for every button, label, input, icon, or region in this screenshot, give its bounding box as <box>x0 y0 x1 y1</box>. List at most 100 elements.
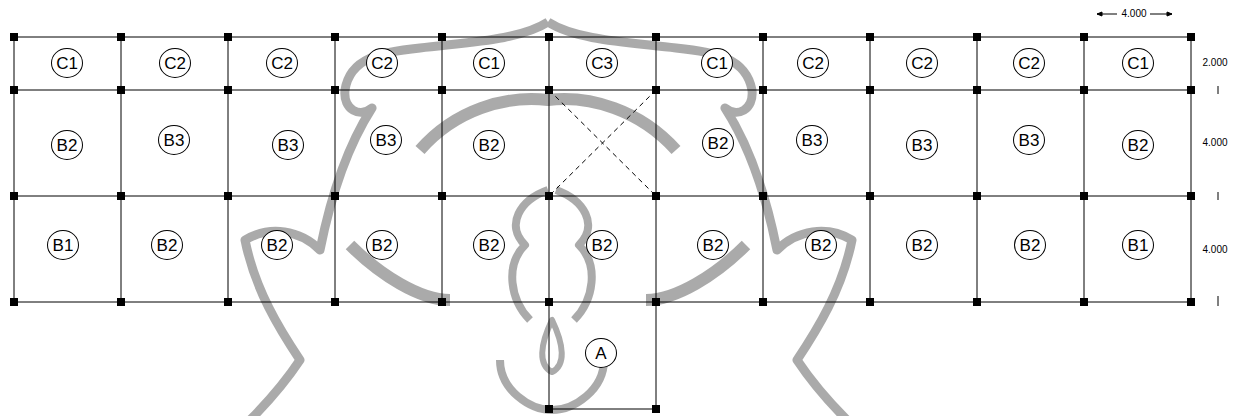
slab-type-circle: B3 <box>272 130 304 160</box>
slab-type-label: C1 <box>478 55 500 72</box>
slab-type-circle: A <box>585 338 617 368</box>
slab-type-label: B2 <box>57 137 78 154</box>
slab-type-label: C3 <box>591 55 613 72</box>
slab-type-circle: B1 <box>1122 230 1154 260</box>
slab-type-label: B2 <box>479 237 500 254</box>
column-symbol <box>224 192 232 200</box>
slab-type-label: B3 <box>912 137 933 154</box>
column-symbol <box>331 192 339 200</box>
column-symbol <box>438 192 446 200</box>
slab-type-label: B3 <box>1019 132 1040 149</box>
slab-type-label: C2 <box>911 55 933 72</box>
column-squares <box>10 33 1195 413</box>
slab-type-circle: C2 <box>159 48 191 78</box>
grid-line <box>656 37 657 302</box>
column-symbol <box>652 33 660 41</box>
slab-type-circle: B2 <box>906 230 938 260</box>
slab-type-label: B3 <box>802 132 823 149</box>
column-symbol <box>973 298 981 306</box>
slab-type-label: C1 <box>706 55 728 72</box>
column-symbol <box>1080 298 1088 306</box>
slab-type-circle: B3 <box>906 130 938 160</box>
column-symbol <box>652 86 660 94</box>
slab-type-label: C2 <box>371 55 393 72</box>
column-symbol <box>1187 86 1195 94</box>
slab-type-circle: B1 <box>47 230 79 260</box>
column-symbol <box>866 33 874 41</box>
slab-type-label: A <box>595 345 606 362</box>
grid-line <box>870 37 871 302</box>
slab-type-circle: C2 <box>797 48 829 78</box>
slab-type-circle: C1 <box>1122 48 1154 78</box>
column-symbol <box>224 298 232 306</box>
slab-type-circle: B2 <box>697 230 729 260</box>
column-symbol <box>331 86 339 94</box>
column-symbol <box>866 86 874 94</box>
column-symbol <box>759 86 767 94</box>
slab-type-label: B1 <box>1128 237 1149 254</box>
column-symbol <box>973 86 981 94</box>
slab-type-circle: B3 <box>1013 125 1045 155</box>
column-symbol <box>117 86 125 94</box>
slab-type-label: B2 <box>1020 237 1041 254</box>
slab-type-circle: C2 <box>906 48 938 78</box>
slab-type-circle: B2 <box>151 230 183 260</box>
column-symbol <box>545 192 553 200</box>
column-symbol <box>1080 192 1088 200</box>
column-symbol <box>224 86 232 94</box>
column-symbol <box>1080 33 1088 41</box>
grid-line <box>442 37 443 302</box>
slab-type-label: B3 <box>278 137 299 154</box>
slab-type-label: B1 <box>53 237 74 254</box>
column-symbol <box>331 33 339 41</box>
slab-type-label: B2 <box>912 237 933 254</box>
slab-type-circle: C2 <box>366 48 398 78</box>
slab-type-label: C2 <box>271 55 293 72</box>
column-symbol <box>545 33 553 41</box>
column-symbol <box>866 298 874 306</box>
slab-type-label: B2 <box>703 237 724 254</box>
column-symbol <box>652 298 660 306</box>
column-symbol <box>759 33 767 41</box>
column-symbol <box>224 33 232 41</box>
column-symbol <box>10 192 18 200</box>
watermark-logo <box>245 22 852 416</box>
dimension-text: 2.000 <box>1201 58 1228 68</box>
slab-type-label: C1 <box>1127 55 1149 72</box>
column-symbol <box>1080 86 1088 94</box>
grid-lines <box>14 37 1191 409</box>
column-symbol <box>973 33 981 41</box>
slab-type-label: B2 <box>479 137 500 154</box>
grid-line <box>335 37 336 302</box>
column-symbol <box>10 298 18 306</box>
grid-line <box>549 37 550 302</box>
column-symbol <box>117 192 125 200</box>
grid-line <box>1084 37 1085 302</box>
dimension-text: 4.000 <box>1201 138 1228 148</box>
slab-type-label: B2 <box>592 237 613 254</box>
dimension-text: 4.000 <box>1201 245 1228 255</box>
column-symbol <box>10 33 18 41</box>
slab-type-label: C2 <box>802 55 824 72</box>
column-symbol <box>545 298 553 306</box>
grid-line <box>121 37 122 302</box>
column-symbol <box>1187 33 1195 41</box>
column-symbol <box>545 86 553 94</box>
slab-type-label: C1 <box>56 55 78 72</box>
column-symbol <box>1187 298 1195 306</box>
slab-type-label: B2 <box>1128 137 1149 154</box>
slab-type-circle: B3 <box>370 125 402 155</box>
grid-line <box>228 37 229 302</box>
grid-line <box>763 37 764 302</box>
column-symbol <box>652 405 660 413</box>
slab-type-label: B3 <box>164 132 185 149</box>
slab-type-label: B2 <box>157 237 178 254</box>
slab-type-circle: C1 <box>701 48 733 78</box>
slab-type-circle: B2 <box>261 230 293 260</box>
slab-type-circle: B3 <box>796 125 828 155</box>
slab-type-circle: B2 <box>805 230 837 260</box>
column-symbol <box>545 405 553 413</box>
dimension-text: 4.000 <box>1120 9 1147 19</box>
slab-type-circle: C1 <box>51 48 83 78</box>
